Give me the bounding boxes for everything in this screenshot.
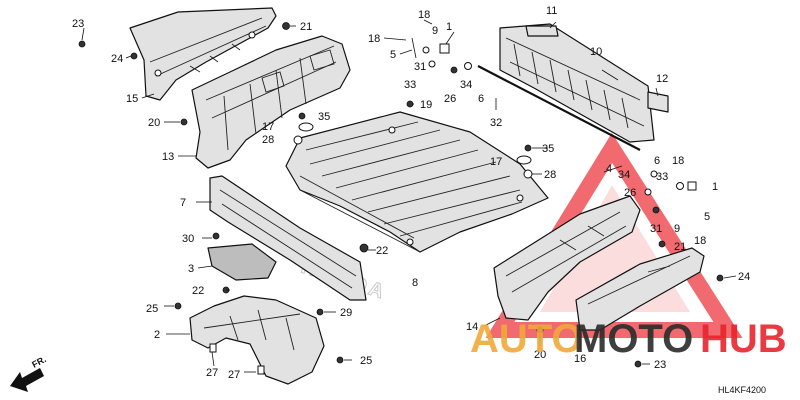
diagram-code: HL4KF4200 [718,385,766,395]
callout-26: 26 [624,187,636,199]
part-left-upper-cover [129,7,277,101]
leader-lines [81,19,737,373]
callout-10: 10 [590,46,602,58]
callout-22: 22 [376,245,388,257]
callout-19: 19 [420,99,432,111]
fasteners [78,22,724,375]
callout-33: 33 [404,79,416,91]
svg-text:HUB: HUB [700,317,787,361]
callout-34: 34 [460,79,472,91]
watermark-text: AUTO MOTO HUB [470,317,787,361]
callout-25: 25 [146,303,158,315]
callout-23: 23 [654,359,666,371]
callout-18: 18 [694,235,706,247]
callout-26: 26 [444,93,456,105]
callout-20: 20 [534,349,546,361]
callout-34: 34 [618,169,630,181]
callout-33: 33 [656,171,668,183]
svg-text:AUTO: AUTO [470,317,583,361]
part-rear-cross-member [209,175,367,301]
part-tailgate-latch-plate [525,25,669,113]
callout-20: 20 [148,117,160,129]
part-center-bracket [207,243,277,281]
part-left-bed-side [191,35,351,169]
callout-3: 3 [188,263,194,275]
callout-14: 14 [466,321,478,333]
callout-27: 27 [206,367,218,379]
callout-31: 31 [650,223,662,235]
callout-28: 28 [262,134,274,146]
callout-2: 2 [154,329,160,341]
callout-18: 18 [418,9,430,21]
callout-32: 32 [490,117,502,129]
callout-18: 18 [672,155,684,167]
callout-24: 24 [111,53,123,65]
part-hinge-rod [477,65,641,151]
callout-9: 9 [432,25,438,37]
callout-27: 27 [228,369,240,381]
front-direction-arrow: FR. [10,354,48,392]
callout-5: 5 [390,49,396,61]
callout-7: 7 [180,197,186,209]
callout-9: 9 [674,223,680,235]
callout-1: 1 [712,181,718,193]
callout-25: 25 [360,355,372,367]
callout-28: 28 [544,169,556,181]
callout-17: 17 [490,156,502,168]
callout-21: 21 [674,241,686,253]
callout-6: 6 [654,155,660,167]
callout-13: 13 [162,151,174,163]
callout-5: 5 [704,211,710,223]
callout-15: 15 [126,93,138,105]
callout-35: 35 [542,143,554,155]
callout-11: 11 [546,5,557,17]
callout-1: 1 [446,21,452,33]
callout-4: 4 [606,163,612,175]
svg-text:MOTO: MOTO [574,317,693,361]
callout-24: 24 [738,271,750,283]
callout-12: 12 [656,73,668,85]
callout-35: 35 [318,111,330,123]
part-right-bed-side [493,195,641,321]
callout-23: 23 [72,18,84,30]
callout-labels: 23 21 24 15 20 13 18 9 1 18 5 31 33 26 3… [72,5,750,381]
callout-8: 8 [412,277,418,289]
callout-21: 21 [300,21,312,33]
callout-16: 16 [574,353,586,365]
callout-31: 31 [414,61,426,73]
callout-17: 17 [262,121,274,133]
front-direction-label: FR. [30,354,47,370]
callout-30: 30 [182,233,194,245]
part-bed-floor [285,111,549,253]
callout-29: 29 [340,307,352,319]
callout-6: 6 [478,93,484,105]
part-tailgate [499,23,655,143]
callout-18: 18 [368,33,380,45]
part-right-rear-panel [575,247,705,331]
callout-22: 22 [192,285,204,297]
